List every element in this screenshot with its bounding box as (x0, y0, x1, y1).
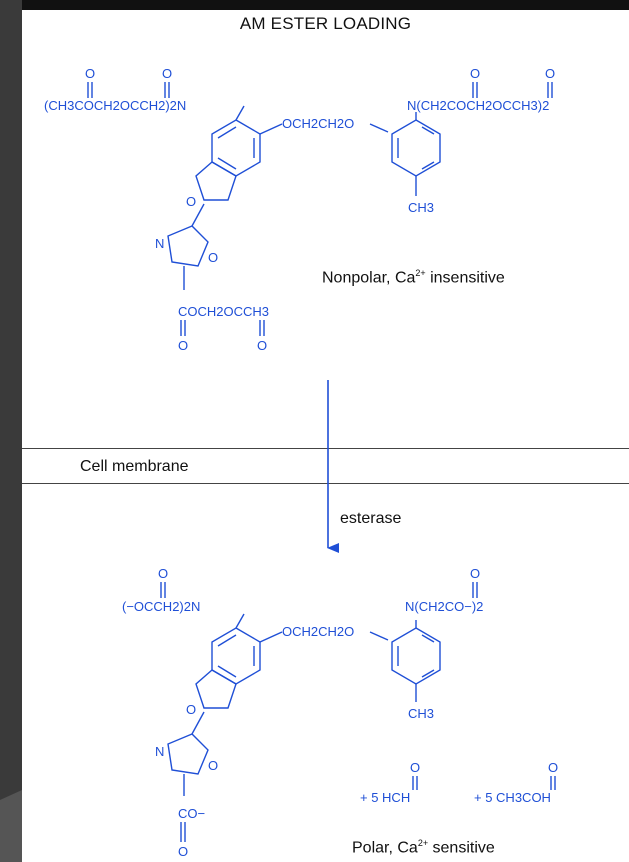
top-bridge-label: OCH2CH2O (282, 116, 354, 131)
top-right-carbonyl-o-2: O (545, 66, 555, 81)
membrane-label: Cell membrane (80, 458, 189, 475)
byproduct-acetic-acid: + 5 CH3COH (474, 790, 551, 805)
top-left-amine-label: (CH3COCH2OCCH2)2N (44, 98, 186, 113)
membrane-bottom-line (22, 483, 629, 484)
top-furan-ring (195, 161, 237, 201)
bottom-carboxylate-label: CO− (178, 806, 205, 821)
bottom-molecule: (−OCCH2)2N O N(CH2CO−)2 O OCH2CH2O O N O (122, 566, 558, 859)
top-left-carbonyl-o-1: O (85, 66, 95, 81)
bottom-right-carbonyl-o: O (470, 566, 480, 581)
top-right-carbonyl-o-1: O (470, 66, 480, 81)
bottom-oxazole-n: N (155, 744, 164, 759)
top-molecule-caption: Nonpolar, Ca2+ insensitive (322, 268, 505, 287)
bottom-furan-o: O (186, 702, 196, 717)
bottom-furan-ring (195, 669, 237, 709)
top-ester-label: COCH2OCCH3 (178, 304, 269, 319)
byproduct-formaldehyde: + 5 HCH (360, 790, 410, 805)
membrane-top-line (22, 448, 629, 449)
byproduct-acetic-acid-o: O (548, 760, 558, 775)
top-right-amine-label: N(CH2COCH2OCCH3)2 (407, 98, 549, 113)
bottom-right-amine-label: N(CH2CO−)2 (405, 599, 483, 614)
bottom-molecule-caption: Polar, Ca2+ sensitive (352, 838, 495, 857)
bottom-left-carbonyl-o: O (158, 566, 168, 581)
enzyme-label: esterase (340, 510, 402, 527)
top-oxazole-ring (167, 225, 209, 267)
top-methyl-label: CH3 (408, 200, 434, 215)
bottom-benzene-ring-right (391, 627, 441, 685)
top-left-carbonyl-o-2: O (162, 66, 172, 81)
bottom-oxazole-ring (167, 733, 209, 775)
byproduct-formaldehyde-o: O (410, 760, 420, 775)
bottom-benzene-ring-left (211, 627, 261, 685)
bottom-left-amine-label: (−OCCH2)2N (122, 599, 200, 614)
bottom-carboxylate-o: O (178, 844, 188, 859)
top-oxazole-o: O (208, 250, 218, 265)
figure-title: AM ESTER LOADING (239, 14, 412, 33)
top-benzene-ring-right (391, 119, 441, 177)
top-benzene-ring-left (211, 119, 261, 177)
reaction-diagram: (CH3COCH2OCCH2)2N O O N(CH2COCH2OCCH3)2 … (44, 66, 558, 859)
top-furan-o: O (186, 194, 196, 209)
top-bar (22, 0, 629, 10)
top-molecule: (CH3COCH2OCCH2)2N O O N(CH2COCH2OCCH3)2 … (44, 66, 555, 353)
bottom-methyl-label: CH3 (408, 706, 434, 721)
bottom-oxazole-o: O (208, 758, 218, 773)
bottom-bridge-label: OCH2CH2O (282, 624, 354, 639)
top-ester-o-1: O (178, 338, 188, 353)
top-ester-o-2: O (257, 338, 267, 353)
figure-panel: AM ESTER LOADING Cell membrane esterase … (22, 0, 629, 862)
top-oxazole-n: N (155, 236, 164, 251)
